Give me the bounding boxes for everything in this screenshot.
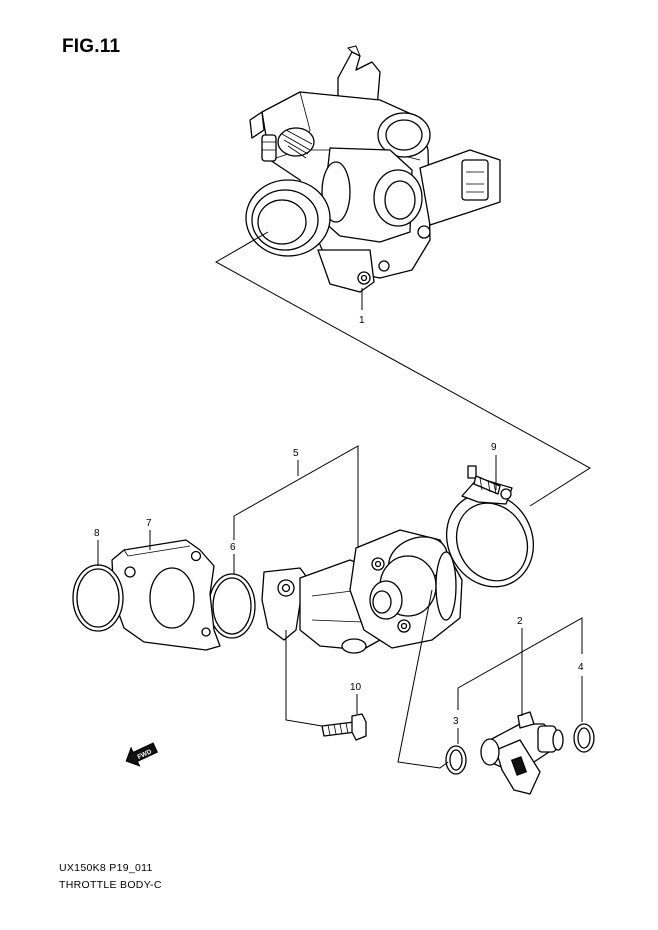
callout-2: 2	[517, 616, 523, 627]
o-ring-6[interactable]	[208, 573, 256, 639]
callout-10: 10	[350, 682, 362, 693]
throttle-body-assembly[interactable]	[245, 45, 501, 293]
callout-6: 6	[230, 542, 236, 553]
callout-1: 1	[359, 315, 365, 326]
callout-8: 8	[94, 528, 100, 539]
figure-title: FIG.11	[62, 36, 121, 57]
callout-5: 5	[293, 448, 299, 459]
intake-insulator[interactable]	[111, 539, 221, 651]
throttle-bore	[245, 179, 331, 257]
o-ring-3[interactable]	[445, 745, 467, 775]
callout-7: 7	[146, 518, 152, 529]
bolt-10[interactable]	[321, 713, 367, 741]
callout-4: 4	[578, 662, 584, 673]
callout-9: 9	[491, 442, 497, 453]
hose-clamp[interactable]	[430, 465, 549, 602]
figure-code: UX150K8 P19_011	[59, 862, 153, 874]
throttle-position-sensor	[417, 149, 501, 239]
callout-3: 3	[453, 716, 459, 727]
throttle-spring	[277, 127, 315, 159]
intake-pipe[interactable]	[261, 529, 463, 654]
fwd-arrow-icon: FWD	[125, 742, 159, 767]
fuel-injector[interactable]	[480, 711, 564, 795]
figure-name: THROTTLE BODY-C	[59, 879, 162, 891]
o-ring-4[interactable]	[573, 723, 595, 753]
o-ring-8[interactable]	[72, 564, 124, 632]
